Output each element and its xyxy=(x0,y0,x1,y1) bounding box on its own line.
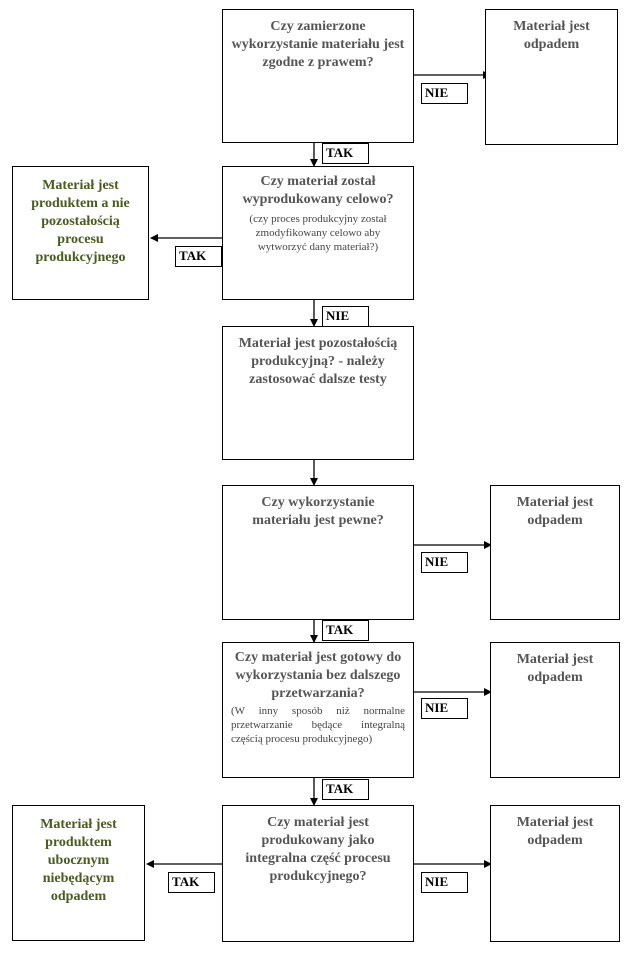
question-box-legal-use: Czy zamierzone wykorzystanie materiału j… xyxy=(222,9,414,143)
no-label: NIE xyxy=(421,698,468,719)
statement-box-production-residue: Materiał jest pozostałością produkcyjną?… xyxy=(222,326,414,460)
yes-label: TAK xyxy=(175,246,222,267)
outcome-box-product: Materiał jest produktem a nie pozostałoś… xyxy=(12,166,149,300)
outcome-box-byproduct: Materiał jest produktem ubocznym niebędą… xyxy=(12,805,145,941)
outcome-box-waste: Materiał jest odpadem xyxy=(485,9,618,145)
question-note: (czy proces produkcyjny został zmodyfiko… xyxy=(249,213,387,253)
outcome-text: Materiał jest odpadem xyxy=(516,652,594,685)
outcome-text: Materiał jest produktem ubocznym niebędą… xyxy=(40,817,117,904)
question-box-integral-part: Czy materiał jest produkowany jako integ… xyxy=(222,805,414,942)
no-label: NIE xyxy=(421,552,468,573)
question-text: Czy materiał jest gotowy do wykorzystani… xyxy=(234,650,402,701)
question-box-certain-use: Czy wykorzystanie materiału jest pewne? xyxy=(222,485,414,620)
outcome-text: Materiał jest odpadem xyxy=(513,19,590,52)
statement-text: Materiał jest pozostałością produkcyjną?… xyxy=(238,336,398,387)
question-text: Czy wykorzystanie materiału jest pewne? xyxy=(252,495,384,528)
outcome-text: Materiał jest odpadem xyxy=(516,495,594,528)
outcome-box-waste: Materiał jest odpadem xyxy=(490,805,620,942)
outcome-text: Materiał jest odpadem xyxy=(516,815,594,848)
outcome-box-waste: Materiał jest odpadem xyxy=(490,485,620,620)
yes-label: TAK xyxy=(322,779,369,800)
yes-label: TAK xyxy=(322,620,369,641)
question-box-ready-for-use: Czy materiał jest gotowy do wykorzystani… xyxy=(222,642,414,778)
outcome-box-waste: Materiał jest odpadem xyxy=(490,642,620,778)
question-text: Czy zamierzone wykorzystanie materiału j… xyxy=(231,19,405,70)
no-label: NIE xyxy=(421,872,468,893)
question-box-intentional-production: Czy materiał został wyprodukowany celowo… xyxy=(222,166,414,300)
yes-label: TAK xyxy=(168,872,215,893)
no-label: NIE xyxy=(322,306,369,327)
question-text: Czy materiał jest produkowany jako integ… xyxy=(245,815,391,884)
question-text: Czy materiał został wyprodukowany celowo… xyxy=(242,174,394,207)
no-label: NIE xyxy=(421,83,468,104)
outcome-text: Materiał jest produktem a nie pozostałoś… xyxy=(31,178,130,265)
yes-label: TAK xyxy=(322,143,369,164)
question-note: (W inny sposób niż normalne przetwarzani… xyxy=(231,705,405,745)
